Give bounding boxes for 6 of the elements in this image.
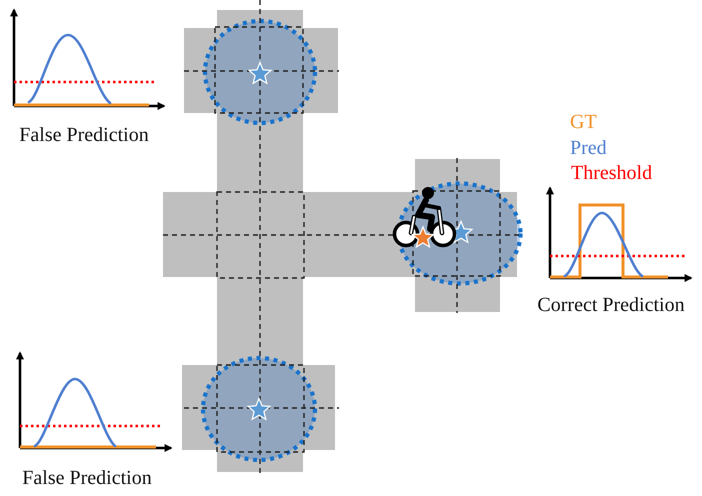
legend-label: Pred	[570, 137, 607, 159]
legend-label: Threshold	[571, 162, 652, 184]
chart-caption: False Prediction	[19, 124, 149, 146]
chart-caption: Correct Prediction	[537, 294, 685, 316]
chart-caption: False Prediction	[22, 467, 152, 489]
legend-label: GT	[570, 111, 597, 133]
